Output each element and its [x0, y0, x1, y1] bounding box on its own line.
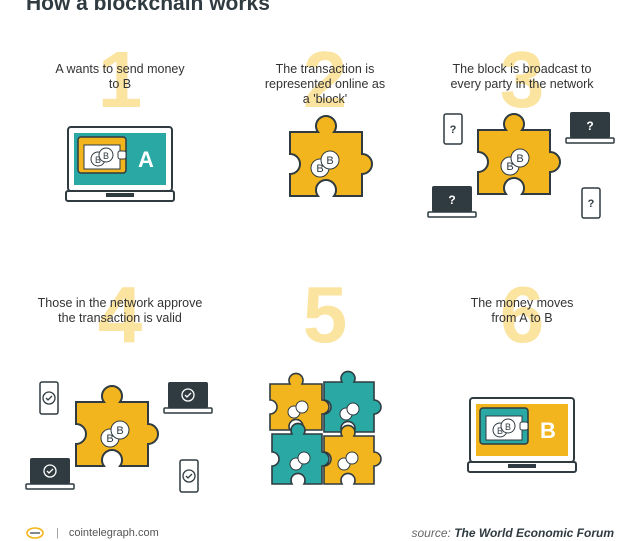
- step-number: 4: [97, 270, 143, 359]
- step-caption: Those in the network approve the transac…: [37, 296, 203, 325]
- question-mark: ?: [448, 193, 455, 207]
- source-prefix: source:: [411, 526, 451, 540]
- question-mark: ?: [450, 124, 457, 136]
- coin-label: B: [506, 161, 513, 173]
- step-number: 3: [499, 35, 545, 124]
- coin-label: B: [106, 433, 113, 445]
- approve-illustration: B B: [25, 381, 213, 493]
- coin-label: B: [95, 155, 101, 165]
- coin-label: B: [516, 153, 523, 165]
- step-number: 6: [499, 270, 545, 359]
- step-caption: The block is broadcast to every party in…: [450, 62, 594, 91]
- page-title: How a blockchain works: [26, 0, 270, 15]
- footer-divider: |: [56, 527, 59, 539]
- step-number: 2: [302, 35, 348, 124]
- coin-label: B: [326, 155, 333, 167]
- step-number: 5: [302, 270, 348, 359]
- laptop-receive-illustration: B B B: [467, 397, 577, 473]
- step-caption: The money moves from A to B: [470, 296, 574, 325]
- broadcast-illustration: B B ? ? ? ?: [427, 112, 615, 219]
- sender-label: A: [138, 147, 154, 172]
- footer-brand: | cointelegraph.com: [26, 526, 159, 540]
- coin-label: B: [497, 426, 503, 436]
- footer-source: source: The World Economic Forum: [412, 526, 615, 540]
- coin-label: B: [103, 151, 109, 161]
- question-mark: ?: [588, 198, 595, 210]
- source-name: The World Economic Forum: [454, 526, 614, 540]
- footer-site[interactable]: cointelegraph.com: [68, 527, 159, 539]
- coin-label: B: [116, 425, 123, 437]
- question-mark: ?: [586, 119, 593, 133]
- step-caption: The transaction is represented online as…: [264, 62, 386, 106]
- coin-label: B: [316, 163, 323, 175]
- block-puzzle-illustration: B B: [289, 115, 373, 197]
- laptop-wallet-illustration: B B A: [65, 126, 175, 202]
- receiver-label: B: [540, 418, 556, 443]
- step-number: 1: [97, 35, 143, 124]
- chain-puzzle-illustration: [269, 370, 382, 485]
- coin-label: B: [505, 422, 511, 432]
- step-caption: A wants to send money to B: [55, 62, 185, 91]
- cointelegraph-logo-icon: [26, 527, 44, 539]
